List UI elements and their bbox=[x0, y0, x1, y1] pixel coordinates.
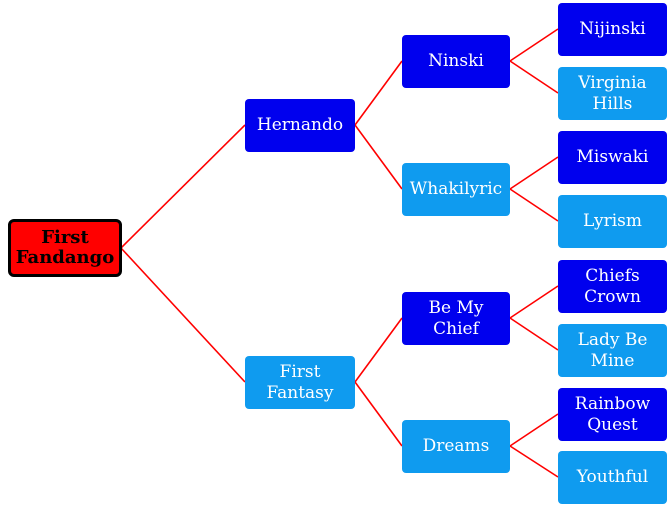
link-sd-d bbox=[509, 188, 559, 222]
sdd-node: Lyrism bbox=[558, 195, 667, 248]
ddd-node: Youthful bbox=[558, 451, 667, 504]
ssd-node: Virginia Hills bbox=[558, 67, 667, 120]
link-sire-sire bbox=[354, 60, 403, 126]
dam-node: First Fantasy bbox=[245, 356, 355, 409]
sds-node: Miswaki bbox=[558, 131, 667, 184]
link-ds-d bbox=[509, 317, 559, 351]
link-dd-d bbox=[509, 445, 559, 478]
link-ds-s bbox=[509, 285, 559, 319]
link-root-dam bbox=[120, 247, 246, 383]
sire-dam-node: Whakilyric bbox=[402, 163, 510, 216]
link-ss-d bbox=[509, 60, 559, 94]
dds-node: Rainbow Quest bbox=[558, 388, 667, 441]
link-dam-dam bbox=[354, 381, 403, 447]
sss-node: Nijinski bbox=[558, 3, 667, 56]
root-horse-node: First Fandango bbox=[8, 219, 122, 277]
link-dd-s bbox=[509, 413, 559, 447]
link-dam-sire bbox=[354, 317, 403, 383]
dam-dam-node: Dreams bbox=[402, 420, 510, 473]
dam-sire-node: Be My Chief bbox=[402, 292, 510, 345]
link-sd-s bbox=[509, 156, 559, 190]
link-root-sire bbox=[120, 124, 246, 249]
link-ss-s bbox=[509, 28, 559, 62]
sire-sire-node: Ninski bbox=[402, 35, 510, 88]
dsd-node: Lady Be Mine bbox=[558, 324, 667, 377]
dss-node: Chiefs Crown bbox=[558, 260, 667, 313]
link-sire-dam bbox=[354, 124, 403, 190]
sire-node: Hernando bbox=[245, 99, 355, 152]
